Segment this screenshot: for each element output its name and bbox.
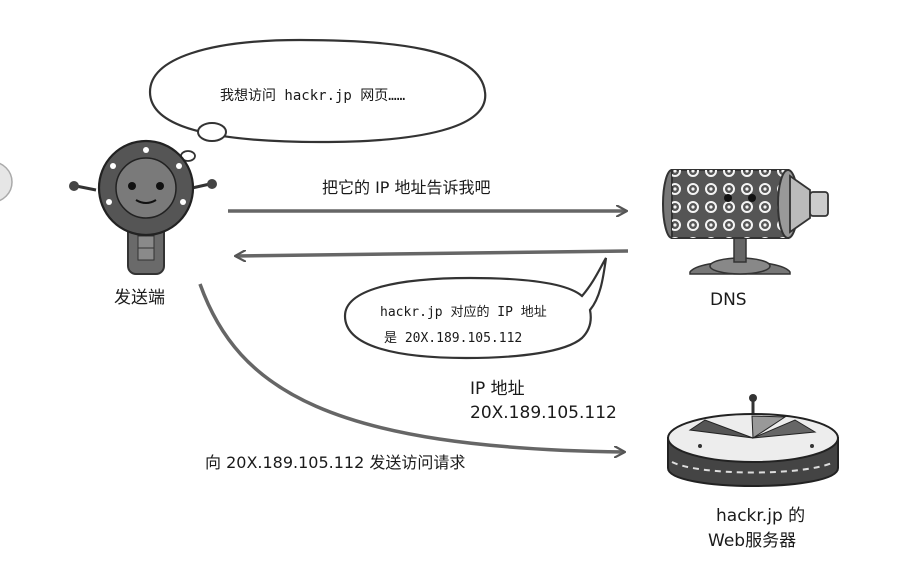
sender-robot-icon xyxy=(69,139,217,275)
thought-bubble-text: 我想访问 hackr.jp 网页…… xyxy=(220,88,405,104)
server-label-line1: hackr.jp 的 xyxy=(716,506,805,526)
web-server-icon xyxy=(667,394,839,487)
thought-bubble: 我想访问 hackr.jp 网页…… xyxy=(148,38,487,162)
dns-server-icon xyxy=(662,169,829,275)
reply-bubble: hackr.jp 对应的 IP 地址 是 20X.189.105.112 xyxy=(343,257,608,360)
access-arrow xyxy=(198,283,624,452)
reply-bubble-line1: hackr.jp 对应的 IP 地址 xyxy=(380,304,547,320)
edge-circle xyxy=(0,162,13,202)
ip-info-line2: 20X.189.105.112 xyxy=(470,403,617,423)
ip-info-line1: IP 地址 xyxy=(470,379,525,399)
dns-label: DNS xyxy=(710,290,747,310)
access-arrow-label: 向 20X.189.105.112 发送访问请求 xyxy=(205,453,465,472)
request-arrow-label: 把它的 IP 地址告诉我吧 xyxy=(322,178,491,197)
reply-arrow xyxy=(236,249,629,256)
reply-bubble-line2: 是 20X.189.105.112 xyxy=(384,331,522,346)
sender-label: 发送端 xyxy=(114,288,165,308)
server-label-line2: Web服务器 xyxy=(708,531,796,551)
